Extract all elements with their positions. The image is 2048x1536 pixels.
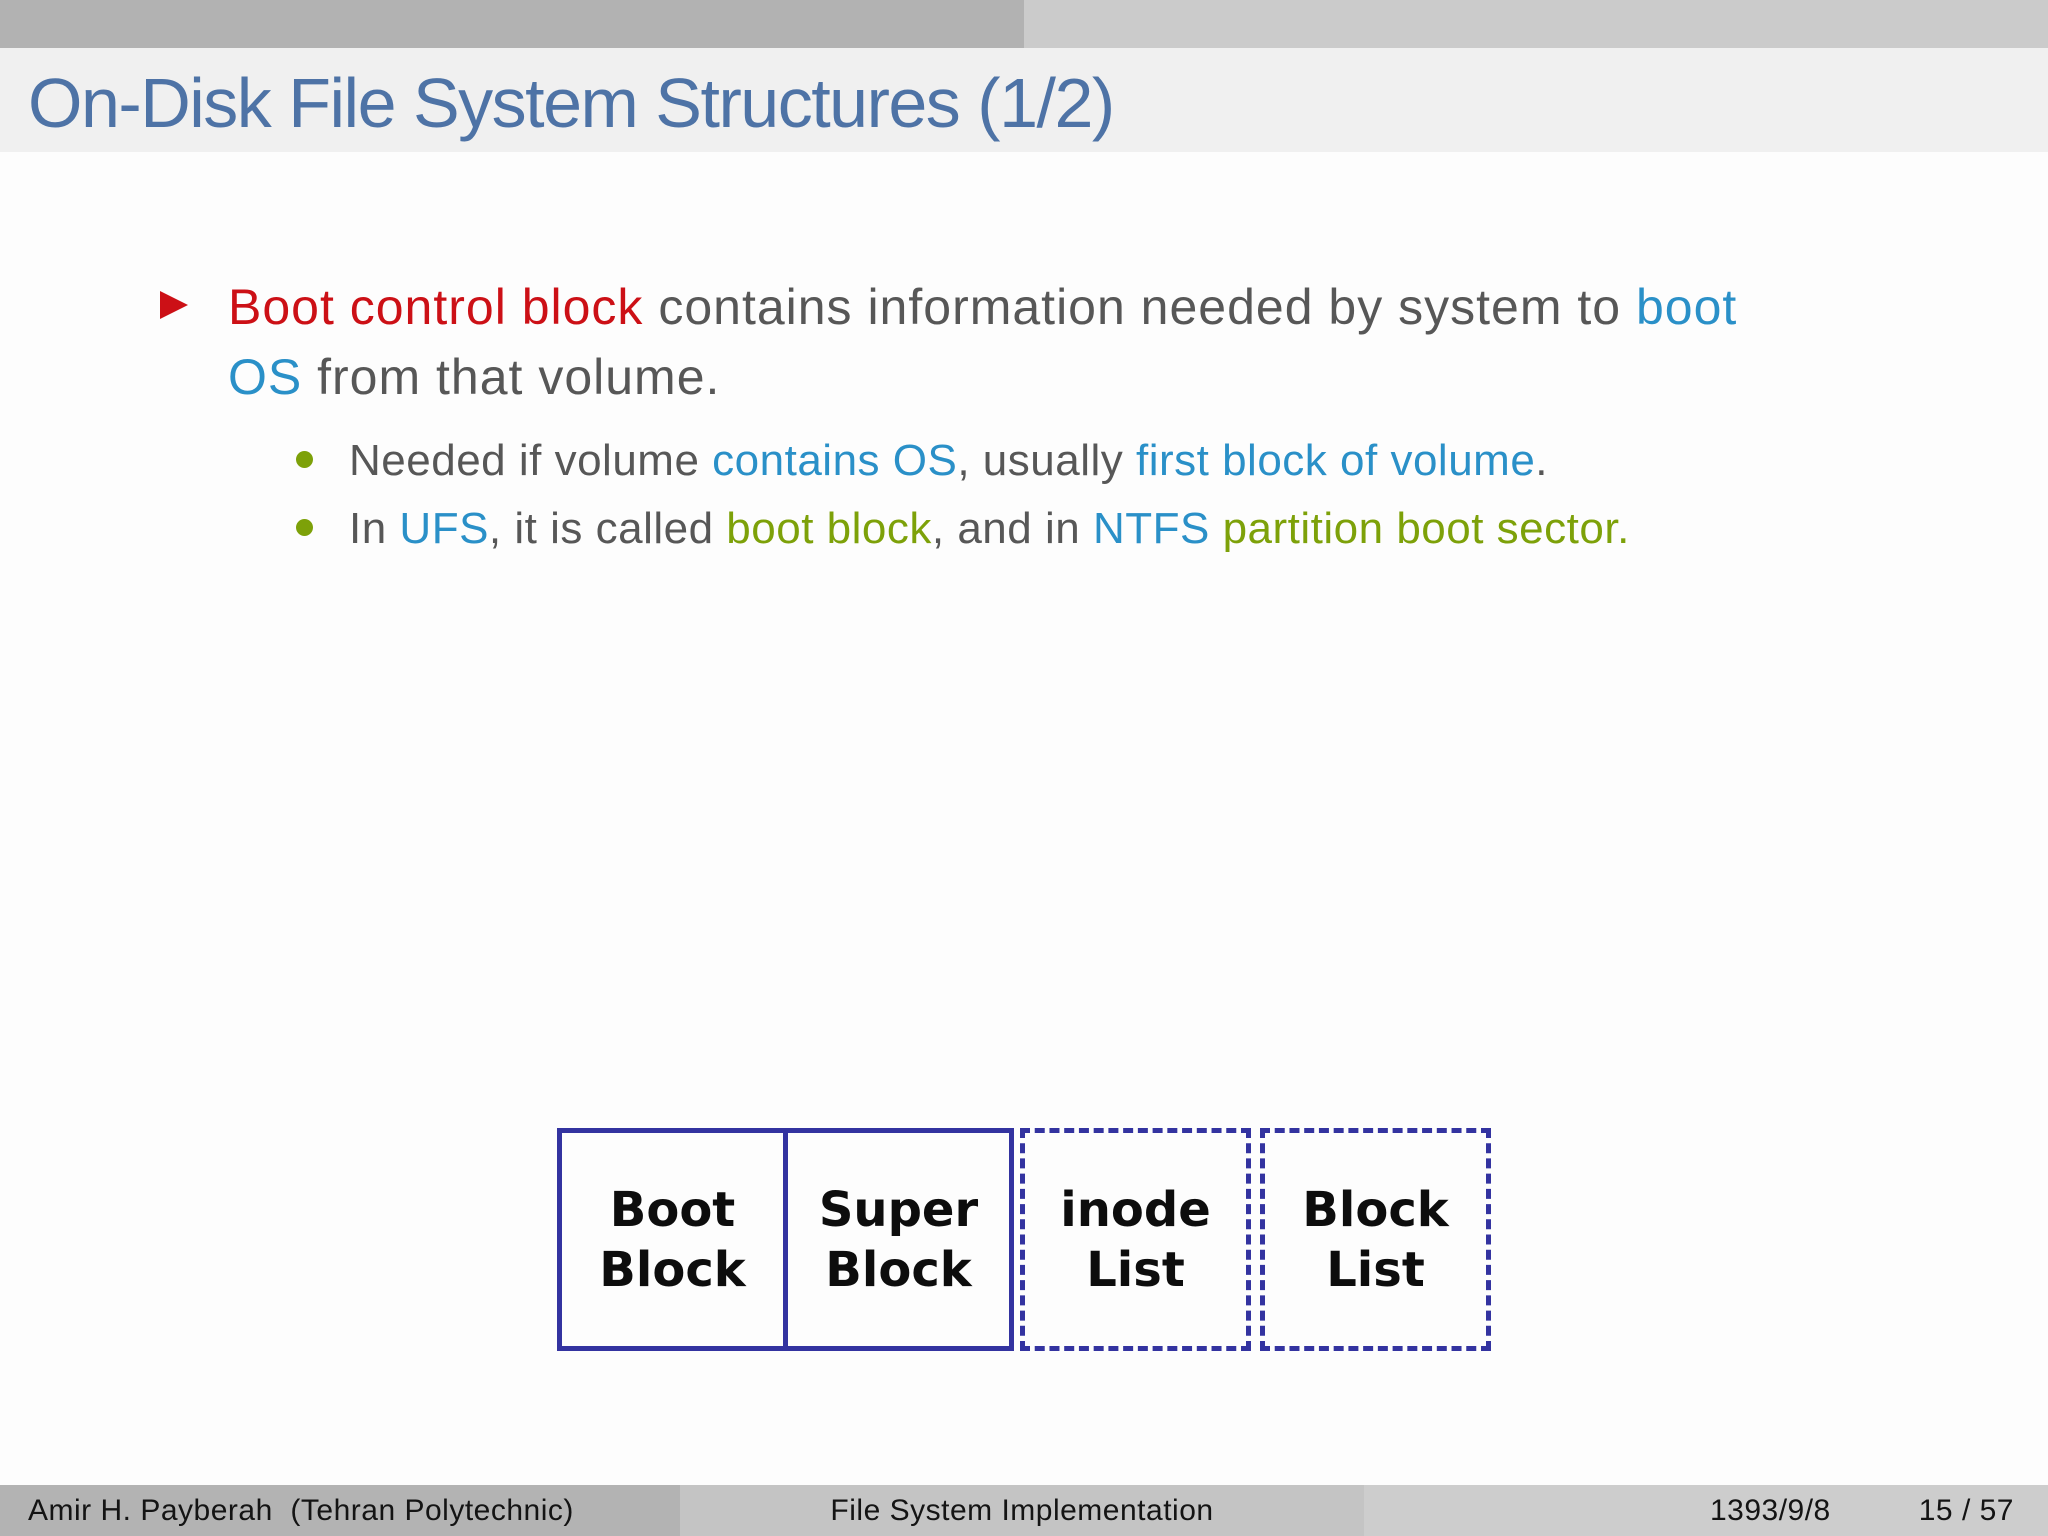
footer-page-number: 15 / 57	[1918, 1493, 2014, 1527]
bullet-line-2: OS from that volume.	[228, 349, 721, 405]
sub-bullet-2-text: In UFS, it is called boot block, and in …	[349, 504, 1630, 553]
diagram-box-block-list: Block List	[1260, 1128, 1491, 1351]
bullet-dot-icon	[296, 518, 313, 536]
footer-title: File System Implementation	[680, 1485, 1364, 1536]
box-label-line: Block	[599, 1241, 746, 1298]
top-bar-right-segment	[1024, 0, 2048, 48]
box-label-line: List	[1326, 1241, 1425, 1298]
box-label-line: Super	[818, 1181, 979, 1238]
box-label-line: Boot	[609, 1181, 736, 1238]
diagram-box-inode-list: inode List	[1020, 1128, 1251, 1351]
box-label-line: Block	[1302, 1181, 1449, 1238]
bullet-line-1: Boot control block contains information …	[228, 279, 1738, 335]
page-title: On-Disk File System Structures (1/2)	[28, 64, 1115, 142]
sub-bullet-1: Needed if volume contains OS, usually fi…	[296, 428, 1996, 494]
disk-layout-diagram: Boot Block Super Block inode List Block …	[557, 1128, 1491, 1351]
footer-bar: Amir H. Payberah (Tehran Polytechnic) Fi…	[0, 1485, 2048, 1536]
sub-bullet-2: In UFS, it is called boot block, and in …	[296, 496, 1996, 562]
diagram-box-super-block: Super Block	[783, 1128, 1014, 1351]
bullet-dot-icon	[296, 450, 313, 468]
box-label-line: List	[1086, 1241, 1185, 1298]
title-band: On-Disk File System Structures (1/2)	[0, 48, 2048, 152]
footer-date: 1393/9/8	[1709, 1493, 1831, 1527]
box-label-line: Block	[825, 1241, 972, 1298]
footer-right-section: 1393/9/8 15 / 57	[1364, 1485, 2048, 1536]
diagram-box-boot-block: Boot Block	[557, 1128, 788, 1351]
sub-bullet-1-text: Needed if volume contains OS, usually fi…	[349, 436, 1549, 485]
footer-author: Amir H. Payberah (Tehran Polytechnic)	[0, 1485, 680, 1536]
top-bar	[0, 0, 2048, 48]
triangle-bullet-icon	[160, 291, 188, 319]
box-label-line: inode	[1060, 1181, 1211, 1238]
top-bar-left-segment	[0, 0, 1024, 48]
